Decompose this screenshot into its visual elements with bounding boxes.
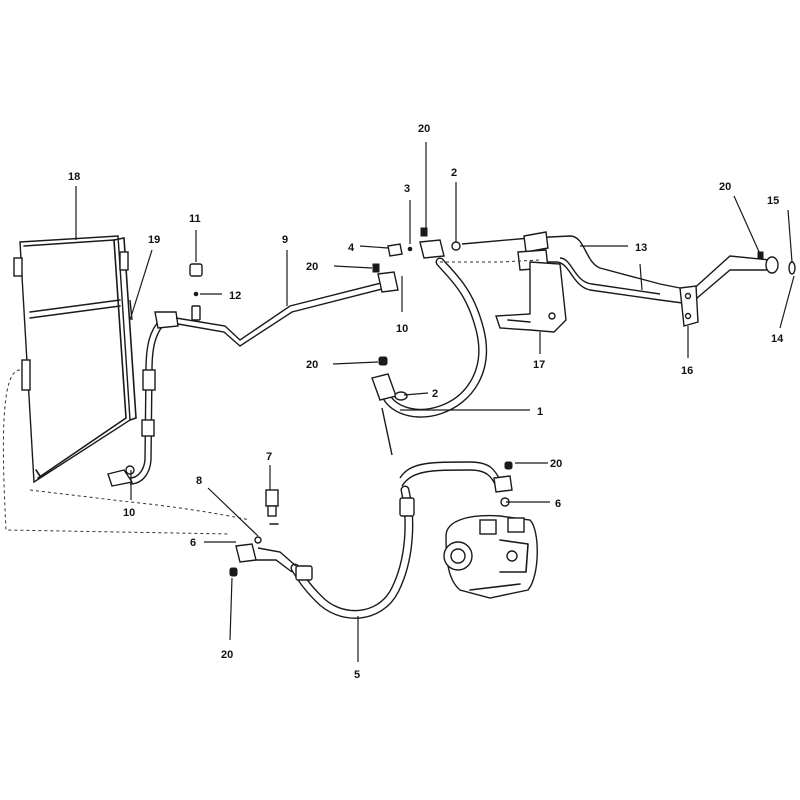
callout-6-left: 6 [190, 537, 196, 549]
callout-20-liquid: 20 [306, 261, 318, 273]
mounting-bracket [495, 261, 567, 333]
callout-labels: 1 2 2 3 4 5 6 6 7 8 9 10 10 11 12 13 14 … [68, 123, 784, 681]
callout-20-compressor: 20 [550, 458, 562, 470]
callout-3: 3 [404, 183, 410, 195]
pressure-switch [265, 489, 279, 525]
reference-dash-line [2, 369, 231, 535]
callout-19: 19 [148, 234, 160, 246]
line-clamp-block [679, 285, 699, 327]
callout-9: 9 [282, 234, 288, 246]
suction-hose [371, 257, 488, 456]
center-top-fittings [372, 227, 461, 273]
callout-13: 13 [635, 242, 647, 254]
callout-20-bottom: 20 [221, 649, 233, 661]
callout-6-right: 6 [555, 498, 561, 510]
callout-20-mid: 20 [306, 359, 318, 371]
callout-2-lower: 2 [432, 388, 438, 400]
callout-18: 18 [68, 171, 80, 183]
callout-20-right: 20 [719, 181, 731, 193]
callout-14: 14 [771, 333, 784, 345]
liquid-line [175, 271, 399, 347]
callout-4: 4 [348, 242, 355, 254]
callout-8: 8 [196, 475, 202, 487]
service-cap [189, 263, 203, 321]
callout-10-left: 10 [123, 507, 135, 519]
callout-16: 16 [681, 365, 693, 377]
callout-5: 5 [354, 669, 360, 681]
callout-12: 12 [229, 290, 241, 302]
callout-11: 11 [189, 213, 201, 225]
callout-20-top: 20 [418, 123, 430, 135]
compressor [443, 514, 538, 599]
callout-10-center: 10 [396, 323, 408, 335]
reference-dash-line-2 [29, 489, 251, 521]
leader-lines [75, 142, 795, 662]
callout-7: 7 [266, 451, 272, 463]
rear-lines [461, 231, 796, 305]
condenser [13, 235, 137, 484]
lower-hose-fitting [229, 461, 513, 577]
fitting-lower-left [107, 465, 135, 487]
discharge-hose [254, 461, 513, 619]
callout-15: 15 [767, 195, 779, 207]
reference-dash-line-3 [440, 259, 541, 263]
callout-1: 1 [537, 406, 543, 418]
condenser-tube [129, 299, 179, 485]
callout-2-upper: 2 [451, 167, 457, 179]
callout-17: 17 [533, 359, 545, 371]
